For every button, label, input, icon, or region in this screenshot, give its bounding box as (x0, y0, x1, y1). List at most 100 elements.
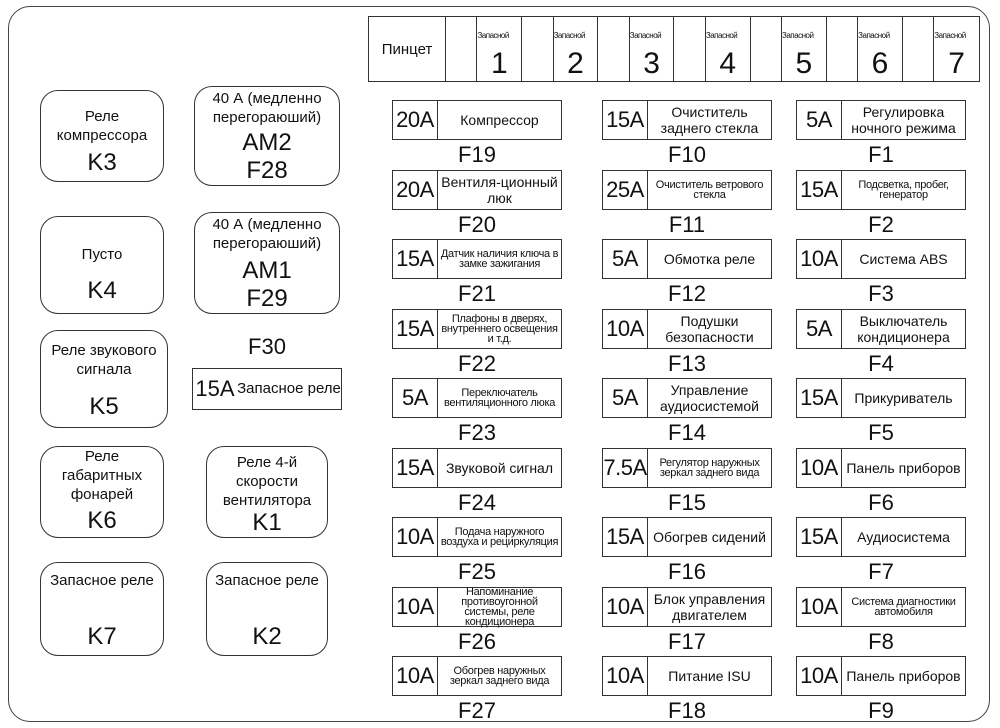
tweezer-slot[interactable]: Пинцет (369, 17, 446, 81)
fuse-amp: 7.5A (603, 449, 648, 487)
fuse-desc: Панель приборов (846, 460, 961, 476)
fuse-code: F26 (458, 629, 496, 654)
fuse-desc: Датчик наличия ключа в замке зажигания (440, 248, 559, 270)
relay-code: K6 (87, 507, 117, 534)
fuse-code: F29 (246, 285, 288, 312)
fuse-desc: Запасное реле (237, 380, 341, 397)
relay-name: 40 А (медленно перегораюший) (212, 90, 322, 126)
fuse-desc: Управление аудиосистемой (659, 382, 760, 414)
fuse-desc: Обогрев наружных зеркал заднего вида (449, 665, 550, 687)
fuse-amp: 10A (393, 518, 438, 556)
fuse-desc: Система диагностики автомобиля (851, 596, 956, 618)
fuse-f11[interactable]: 25A Очиститель ветрового стекла (602, 170, 772, 210)
relay-code: K3 (87, 149, 117, 176)
relay-k4[interactable]: Пусто K4 (40, 216, 164, 314)
fuse-code: F10 (668, 142, 706, 167)
fuse-desc: Система ABS (859, 251, 948, 267)
spare-number: 6 (871, 47, 889, 80)
fuse-code: F13 (668, 351, 706, 376)
fuse-desc: Подушки безопасности (665, 313, 754, 345)
relay-k2[interactable]: Запасное реле K2 (206, 562, 328, 656)
fuse-code: F11 (668, 212, 706, 237)
fuse-amp: 10A (603, 657, 648, 695)
fuse-code: F9 (868, 698, 894, 723)
fuse-box-outline (8, 6, 990, 722)
fuse-amp: 15A (797, 518, 842, 556)
relay-code: K5 (89, 393, 119, 420)
spare-number: 2 (567, 47, 584, 80)
fuse-code: F7 (868, 559, 894, 584)
fuse-code: F21 (458, 281, 496, 306)
relay-name: Реле 4-й скорости вентилятора (222, 454, 312, 509)
fuse-amp: 15A (797, 171, 842, 209)
relay-am1[interactable]: 40 А (медленно перегораюший) AM1 F29 (194, 212, 340, 314)
spare-label: Запасной (629, 31, 662, 40)
relay-code: K1 (252, 509, 282, 536)
relay-k6[interactable]: Реле габаритных фонарей K6 (40, 446, 164, 538)
fuse-desc: Очиститель заднего стекла (660, 104, 759, 136)
relay-am2[interactable]: 40 А (медленно перегораюший) AM2 F28 (194, 86, 340, 186)
relay-k5[interactable]: Реле звукового сигнала K5 (40, 330, 168, 428)
relay-k7[interactable]: Запасное реле K7 (40, 562, 164, 656)
fuse-amp: 15A (797, 379, 842, 417)
fuse-code: F17 (668, 629, 706, 654)
fuse-amp: 15A (393, 310, 438, 348)
fuse-f27[interactable]: 10A Обогрев наружных зеркал заднего вида (392, 656, 562, 696)
fuse-amp: 25A (603, 171, 648, 209)
relay-name: Реле габаритных фонарей (61, 448, 143, 503)
relay-code: K2 (252, 623, 282, 650)
fuse-code: F23 (458, 420, 496, 445)
fuse-code: F1 (868, 142, 894, 167)
relay-k3[interactable]: Реле компрессора K3 (40, 90, 164, 182)
fuse-amp: 10A (393, 657, 438, 695)
fuse-f2[interactable]: 15A Подсветка, пробег, генератор (796, 170, 966, 210)
fuse-amp: 15A (195, 376, 235, 401)
fuse-desc: Подсветка, пробег, генератор (858, 179, 949, 201)
fuse-f30[interactable]: 15A Запасное реле (192, 368, 342, 410)
fuse-code: F4 (868, 351, 894, 376)
relay-name: Запасное реле (50, 572, 154, 589)
relay-k1[interactable]: Реле 4-й скорости вентилятора K1 (206, 446, 328, 538)
fuse-f30-code: F30 (248, 334, 286, 359)
fuse-desc: Регулировка ночного режима (851, 104, 956, 136)
fuse-code: F27 (458, 698, 496, 723)
fuse-desc: Блок управления двигателем (653, 591, 766, 623)
fuse-desc: Обмотка реле (663, 251, 756, 267)
fuse-desc: Звуковой сигнал (445, 460, 554, 476)
fuse-code: F8 (868, 629, 894, 654)
spare-label: Запасной (477, 31, 509, 40)
spare-label: Запасной (782, 31, 814, 40)
fuse-desc: Очиститель ветрового стекла (655, 179, 764, 201)
